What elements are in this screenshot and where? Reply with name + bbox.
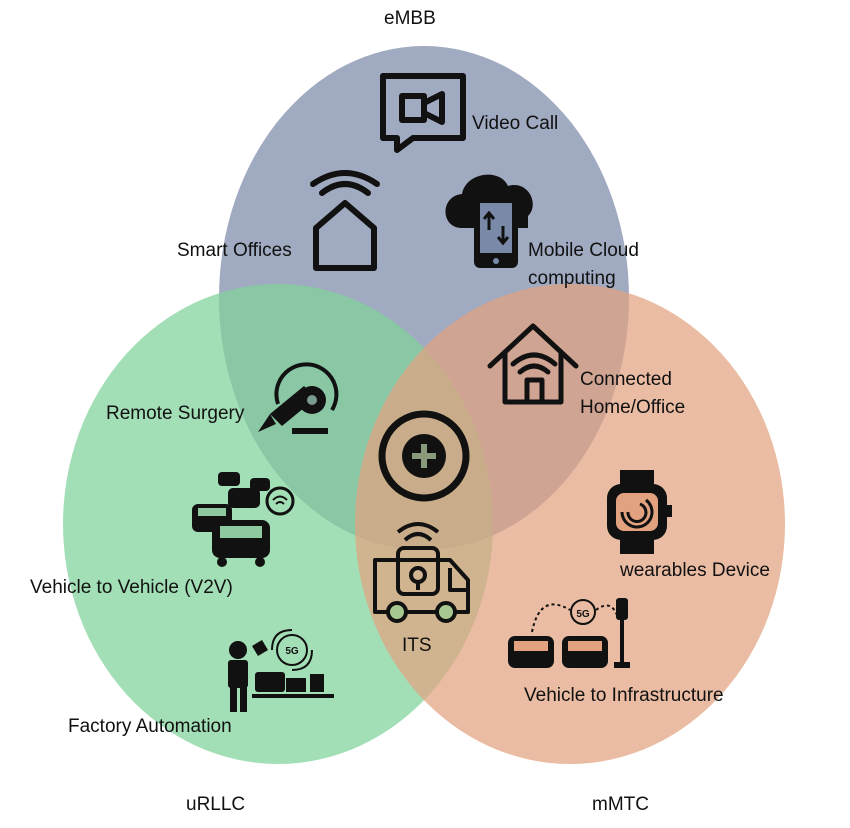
five-g-badge-factory: 5G bbox=[285, 646, 299, 657]
factory-automation-label: Factory Automation bbox=[68, 716, 232, 737]
mmtc-set-ellipse bbox=[355, 284, 785, 764]
embb-set-label: eMBB bbox=[384, 8, 436, 29]
smart-offices-label: Smart Offices bbox=[177, 240, 292, 261]
plus-circle-icon bbox=[378, 410, 470, 502]
v2v-label: Vehicle to Vehicle (V2V) bbox=[30, 577, 233, 598]
remote-surgery-label: Remote Surgery bbox=[106, 403, 245, 424]
v2i-label: Vehicle to Infrastructure bbox=[524, 685, 724, 706]
mmtc-set-label: mMTC bbox=[592, 794, 649, 815]
its-truck-icon bbox=[373, 522, 470, 623]
v2i-traffic-icon bbox=[508, 598, 630, 668]
video-call-label: Video Call bbox=[472, 113, 559, 134]
connected-home-icon bbox=[487, 323, 579, 405]
urllc-set-label: uRLLC bbox=[186, 794, 246, 815]
video-call-icon bbox=[380, 73, 466, 153]
mobile-cloud-label-line2: computing bbox=[528, 268, 616, 289]
smart-home-wifi-icon bbox=[310, 170, 380, 271]
connected-home-label-line2: Home/Office bbox=[580, 397, 686, 418]
wearables-label: wearables Device bbox=[620, 560, 770, 581]
cloud-phone-icon bbox=[445, 174, 533, 268]
robotic-arm-icon bbox=[258, 362, 339, 434]
v2v-cars-icon bbox=[192, 472, 295, 567]
factory-automation-icon bbox=[228, 629, 334, 712]
mobile-cloud-label-line1: Mobile Cloud bbox=[528, 240, 639, 261]
connected-home-label-line1: Connected bbox=[580, 369, 672, 390]
its-label: ITS bbox=[402, 635, 432, 656]
five-g-badge: 5G bbox=[576, 609, 590, 620]
smartwatch-icon bbox=[607, 470, 672, 554]
